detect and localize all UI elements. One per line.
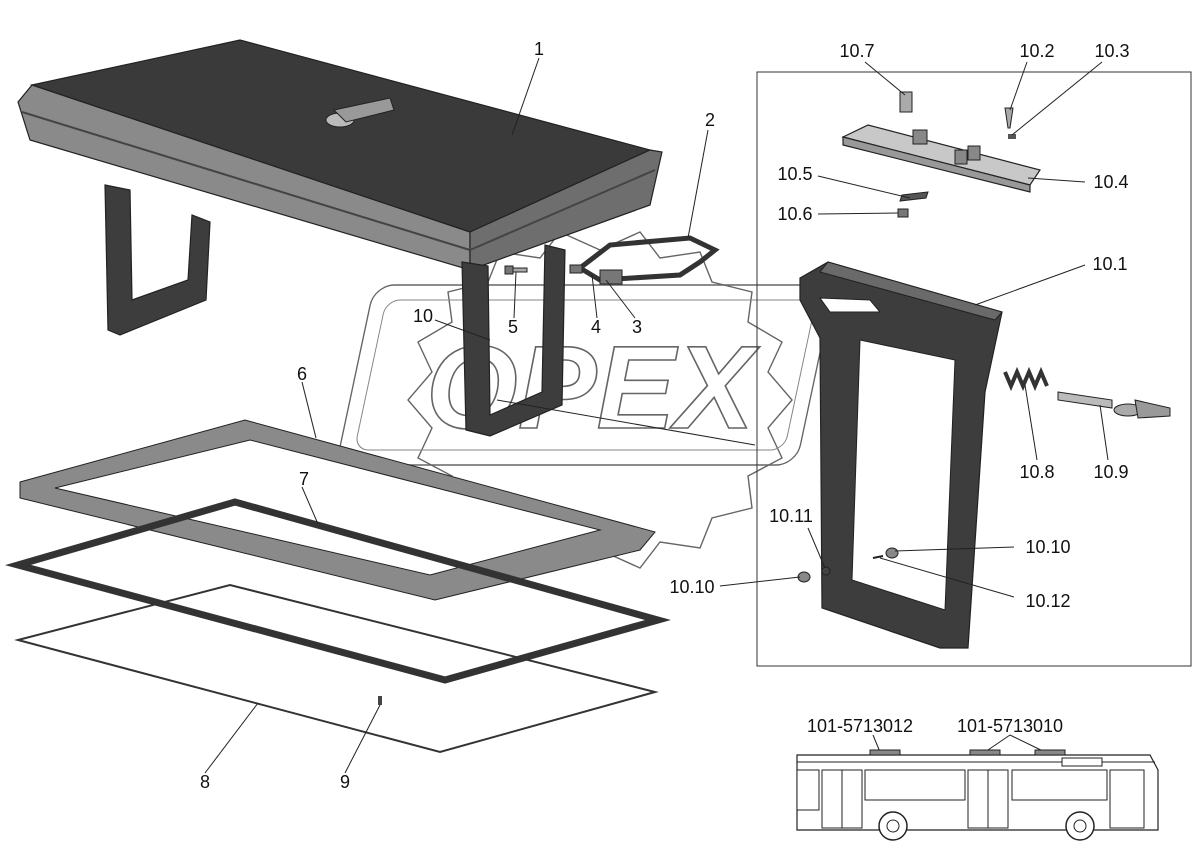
label-5: 5 — [508, 317, 518, 337]
watermark-frame — [339, 284, 832, 466]
leader-lines — [204, 57, 1109, 774]
seal-frame-part — [19, 419, 656, 601]
latch-bolt-part — [1057, 391, 1171, 419]
part-labels: 1 2 3 4 5 6 7 8 9 10 10.1 10.2 10.3 10.4… — [200, 39, 1130, 792]
label-10-6: 10.6 — [777, 204, 812, 224]
spring-part — [1003, 366, 1049, 392]
detail-box — [756, 71, 1192, 667]
label-2: 2 — [705, 110, 715, 130]
bus-label-right: 101-5713010 — [957, 716, 1063, 736]
detail-parts — [797, 91, 1171, 649]
label-10-5: 10.5 — [777, 164, 812, 184]
label-10-9: 10.9 — [1093, 462, 1128, 482]
wheel-icon — [1065, 811, 1095, 841]
label-10-2: 10.2 — [1019, 41, 1054, 61]
bus-label-left: 101-5713012 — [807, 716, 913, 736]
strap-part — [569, 235, 720, 285]
label-10-1: 10.1 — [1092, 254, 1127, 274]
label-10-8: 10.8 — [1019, 462, 1054, 482]
label-4: 4 — [591, 317, 601, 337]
label-10-10-left: 10.10 — [669, 577, 714, 597]
label-10-3: 10.3 — [1094, 41, 1129, 61]
wheel-icon — [878, 811, 908, 841]
label-9: 9 — [340, 772, 350, 792]
label-10-12: 10.12 — [1025, 591, 1070, 611]
label-8: 8 — [200, 772, 210, 792]
thin-seal-part — [14, 583, 659, 754]
label-10-11: 10.11 — [769, 506, 813, 526]
bolt-part — [504, 265, 528, 275]
label-7: 7 — [299, 469, 309, 489]
hatch-cover-part — [17, 39, 663, 437]
bus-diagram: 101-5713012 101-5713010 — [796, 716, 1159, 841]
label-1: 1 — [534, 39, 544, 59]
handle-icon — [325, 97, 395, 128]
label-10-4: 10.4 — [1093, 172, 1128, 192]
label-10-10-right: 10.10 — [1025, 537, 1070, 557]
screw-part — [378, 696, 382, 705]
label-10: 10 — [413, 306, 433, 326]
label-10-7: 10.7 — [839, 41, 874, 61]
gasket-part — [5, 498, 671, 684]
label-6: 6 — [297, 364, 307, 384]
label-3: 3 — [632, 317, 642, 337]
